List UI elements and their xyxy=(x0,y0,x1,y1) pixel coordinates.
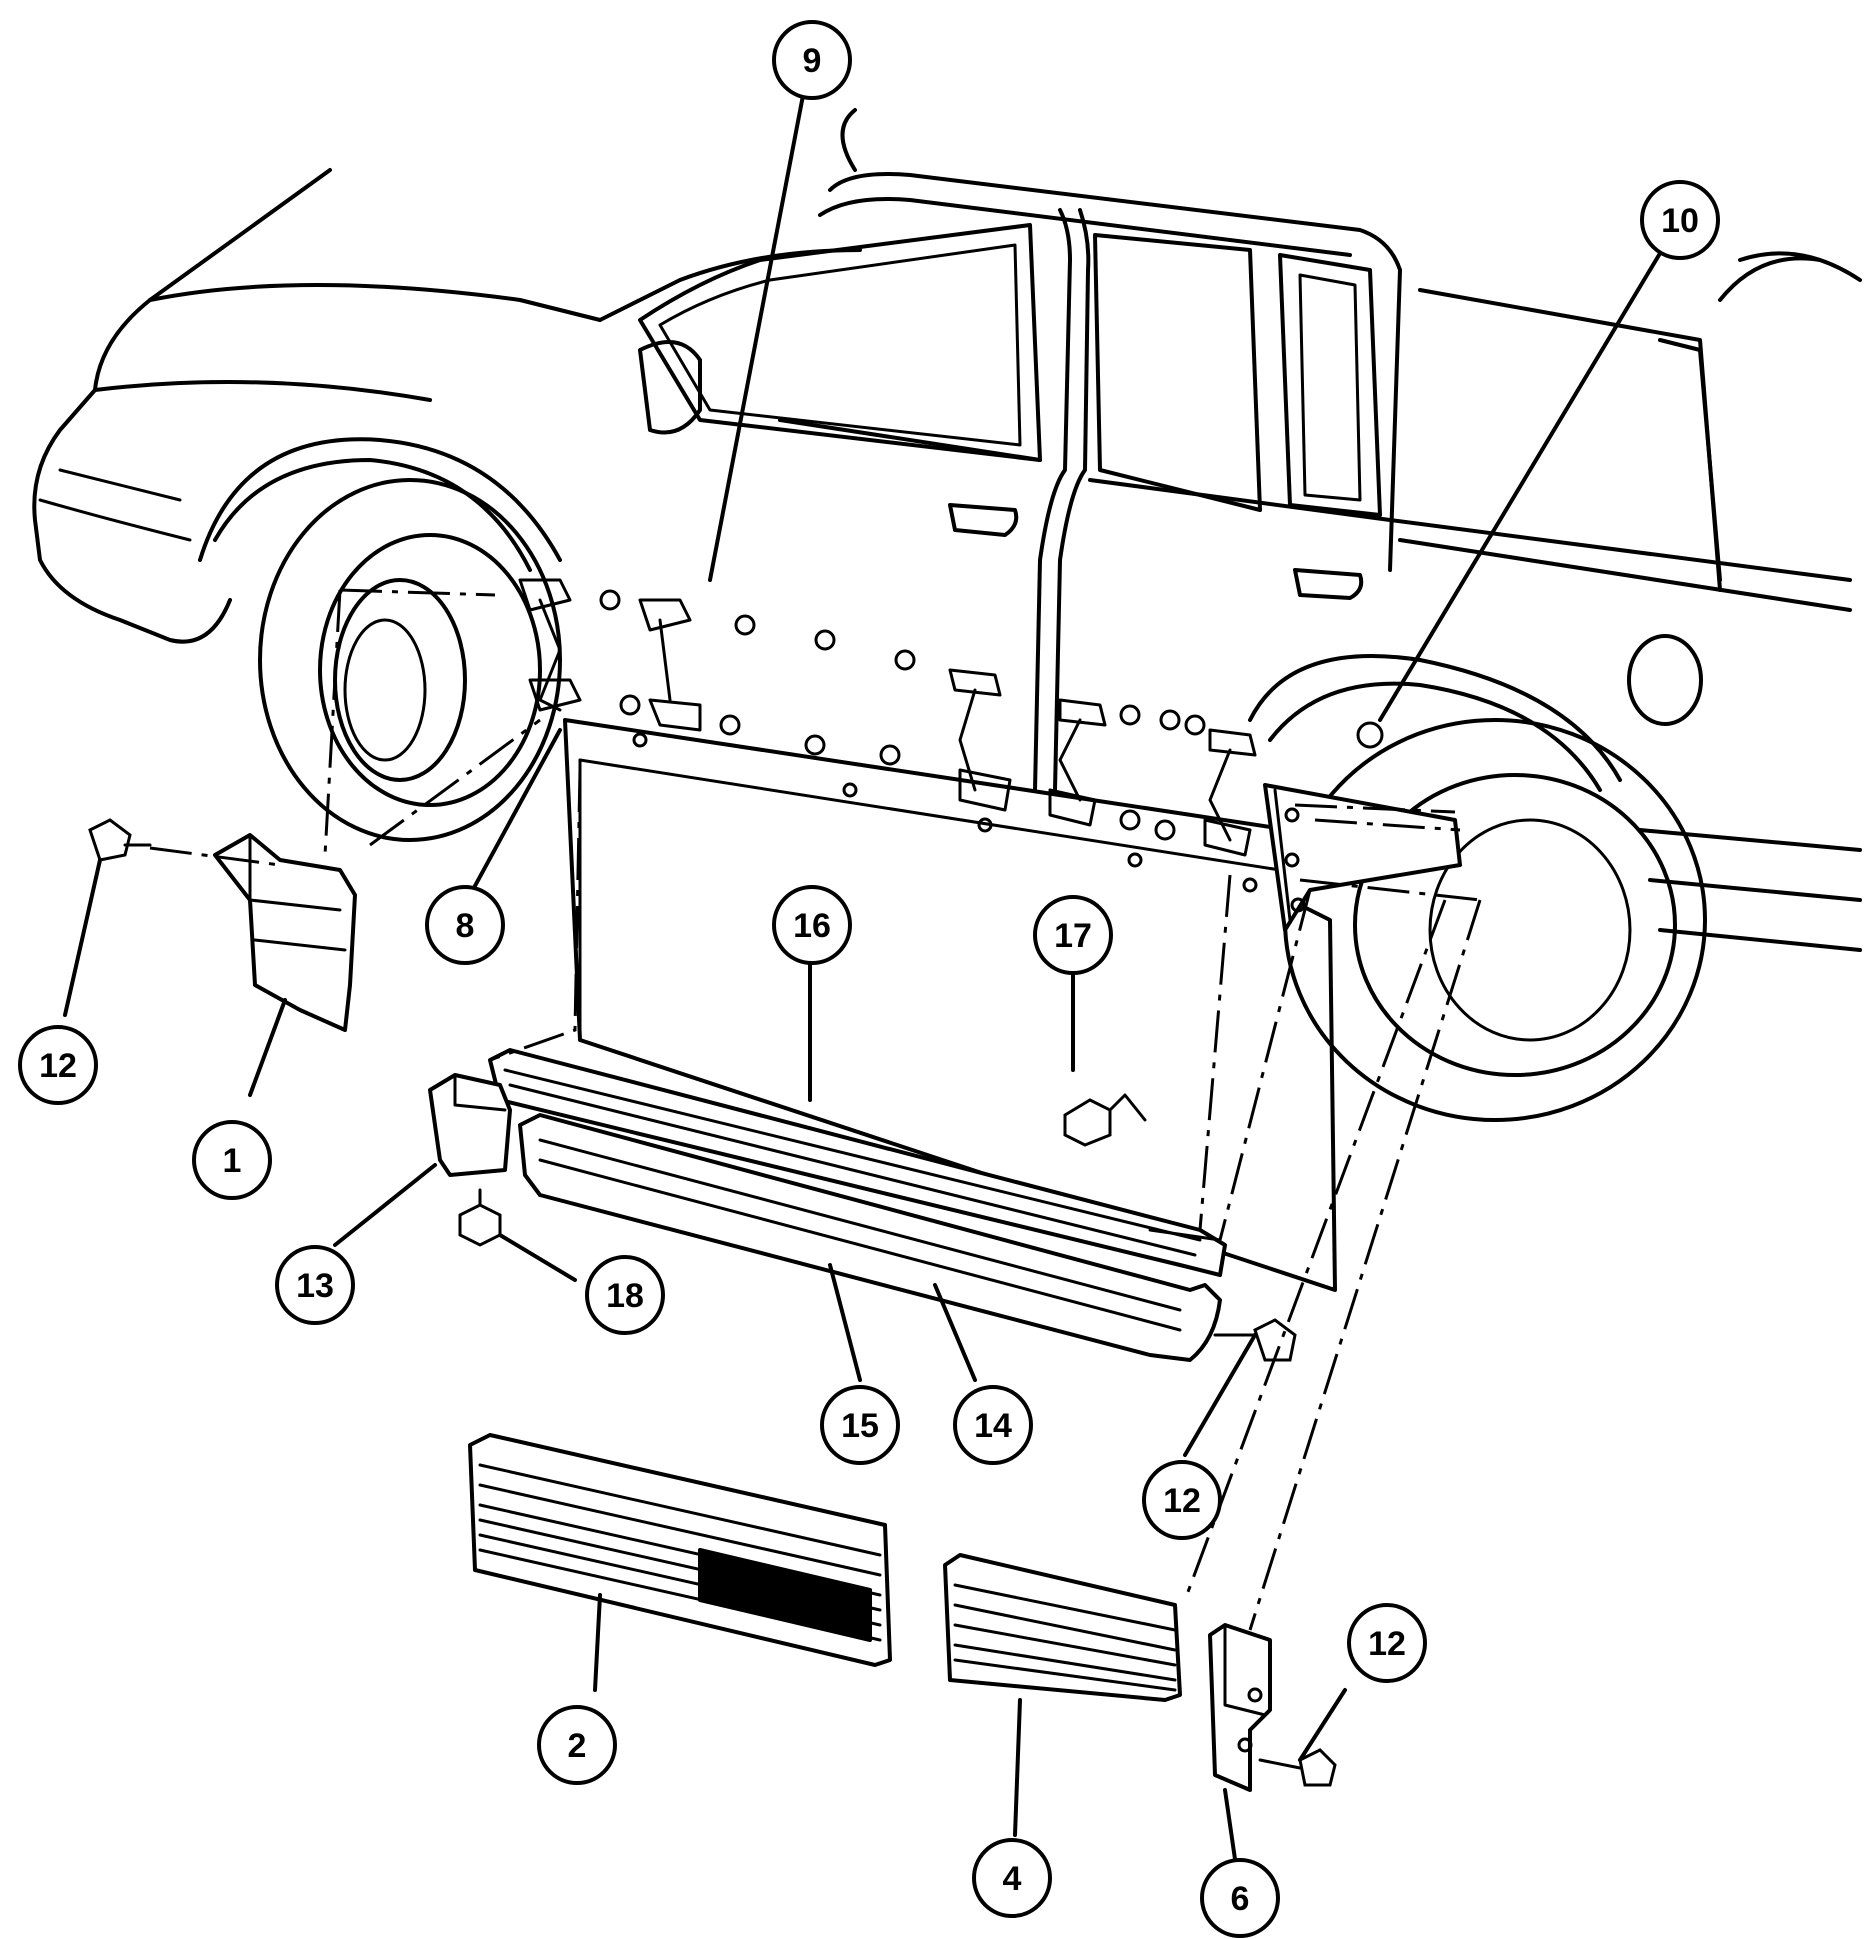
callout-8: 8 xyxy=(425,885,505,965)
callout-4: 4 xyxy=(972,1838,1052,1918)
leader-9 xyxy=(708,83,807,582)
callout-4-label: 4 xyxy=(1003,1860,1022,1898)
alignment-lines xyxy=(149,588,1482,1631)
leader-8 xyxy=(468,728,562,897)
leader-4 xyxy=(1013,1698,1022,1837)
leader-13 xyxy=(333,1163,437,1247)
bolt-12-front xyxy=(88,818,152,862)
rear-bracket-part xyxy=(1263,783,1462,932)
callout-15-label: 15 xyxy=(841,1407,879,1445)
leader-12-rear xyxy=(1298,1688,1347,1762)
callout-2-label: 2 xyxy=(568,1727,587,1765)
callout-13: 13 xyxy=(275,1245,355,1325)
leader-15 xyxy=(828,1263,862,1382)
leader-lines xyxy=(63,83,1667,1882)
callout-9-label: 9 xyxy=(803,42,822,80)
callout-9: 9 xyxy=(772,20,852,100)
callout-16: 16 xyxy=(772,885,852,965)
callout-1-label: 1 xyxy=(223,1142,242,1180)
bolt-12-rear xyxy=(1258,1748,1337,1787)
rocker-molding-part xyxy=(488,1048,1227,1277)
callout-12-front-label: 12 xyxy=(39,1047,77,1085)
callout-12-rear-label: 12 xyxy=(1368,1625,1406,1663)
callout-2: 2 xyxy=(537,1705,617,1785)
callout-18: 18 xyxy=(585,1255,665,1335)
bolt-12-molding xyxy=(1213,1318,1297,1362)
callout-8-label: 8 xyxy=(456,907,475,945)
callout-1: 1 xyxy=(192,1120,272,1200)
callout-15: 15 xyxy=(820,1385,900,1465)
leader-12-front xyxy=(63,858,102,1017)
callout-12-molding-label: 12 xyxy=(1163,1482,1201,1520)
callout-17: 17 xyxy=(1033,895,1113,975)
callout-12-molding: 12 xyxy=(1142,1460,1222,1540)
callout-16-label: 16 xyxy=(793,907,831,945)
push-pin-18 xyxy=(458,1188,502,1247)
end-cap-part xyxy=(428,1073,512,1177)
leader-2 xyxy=(593,1593,602,1692)
rear-end-bracket-part xyxy=(1208,1623,1272,1792)
leader-14 xyxy=(933,1283,977,1382)
leader-12-molding xyxy=(1183,1333,1257,1457)
callout-10: 10 xyxy=(1640,180,1720,260)
callout-6: 6 xyxy=(1200,1858,1280,1938)
rear-trim-panel-part xyxy=(943,1553,1182,1702)
callout-12-rear: 12 xyxy=(1347,1603,1427,1683)
callout-14: 14 xyxy=(953,1385,1033,1465)
front-trim-panel-part xyxy=(468,1433,892,1667)
leader-1 xyxy=(248,998,287,1097)
lower-molding-part xyxy=(518,1113,1222,1362)
callout-17-label: 17 xyxy=(1054,917,1092,955)
callout-6-label: 6 xyxy=(1231,1880,1250,1918)
callout-12-front: 12 xyxy=(18,1025,98,1105)
callout-10-label: 10 xyxy=(1661,202,1699,240)
front-flap-part xyxy=(213,833,357,1032)
leader-10 xyxy=(1378,243,1667,722)
push-pin-17 xyxy=(1063,1093,1147,1147)
mounting-clips xyxy=(518,578,1384,857)
callout-13-label: 13 xyxy=(296,1267,334,1305)
callout-18-label: 18 xyxy=(606,1277,644,1315)
callout-14-label: 14 xyxy=(974,1407,1012,1445)
leader-18 xyxy=(498,1233,577,1282)
